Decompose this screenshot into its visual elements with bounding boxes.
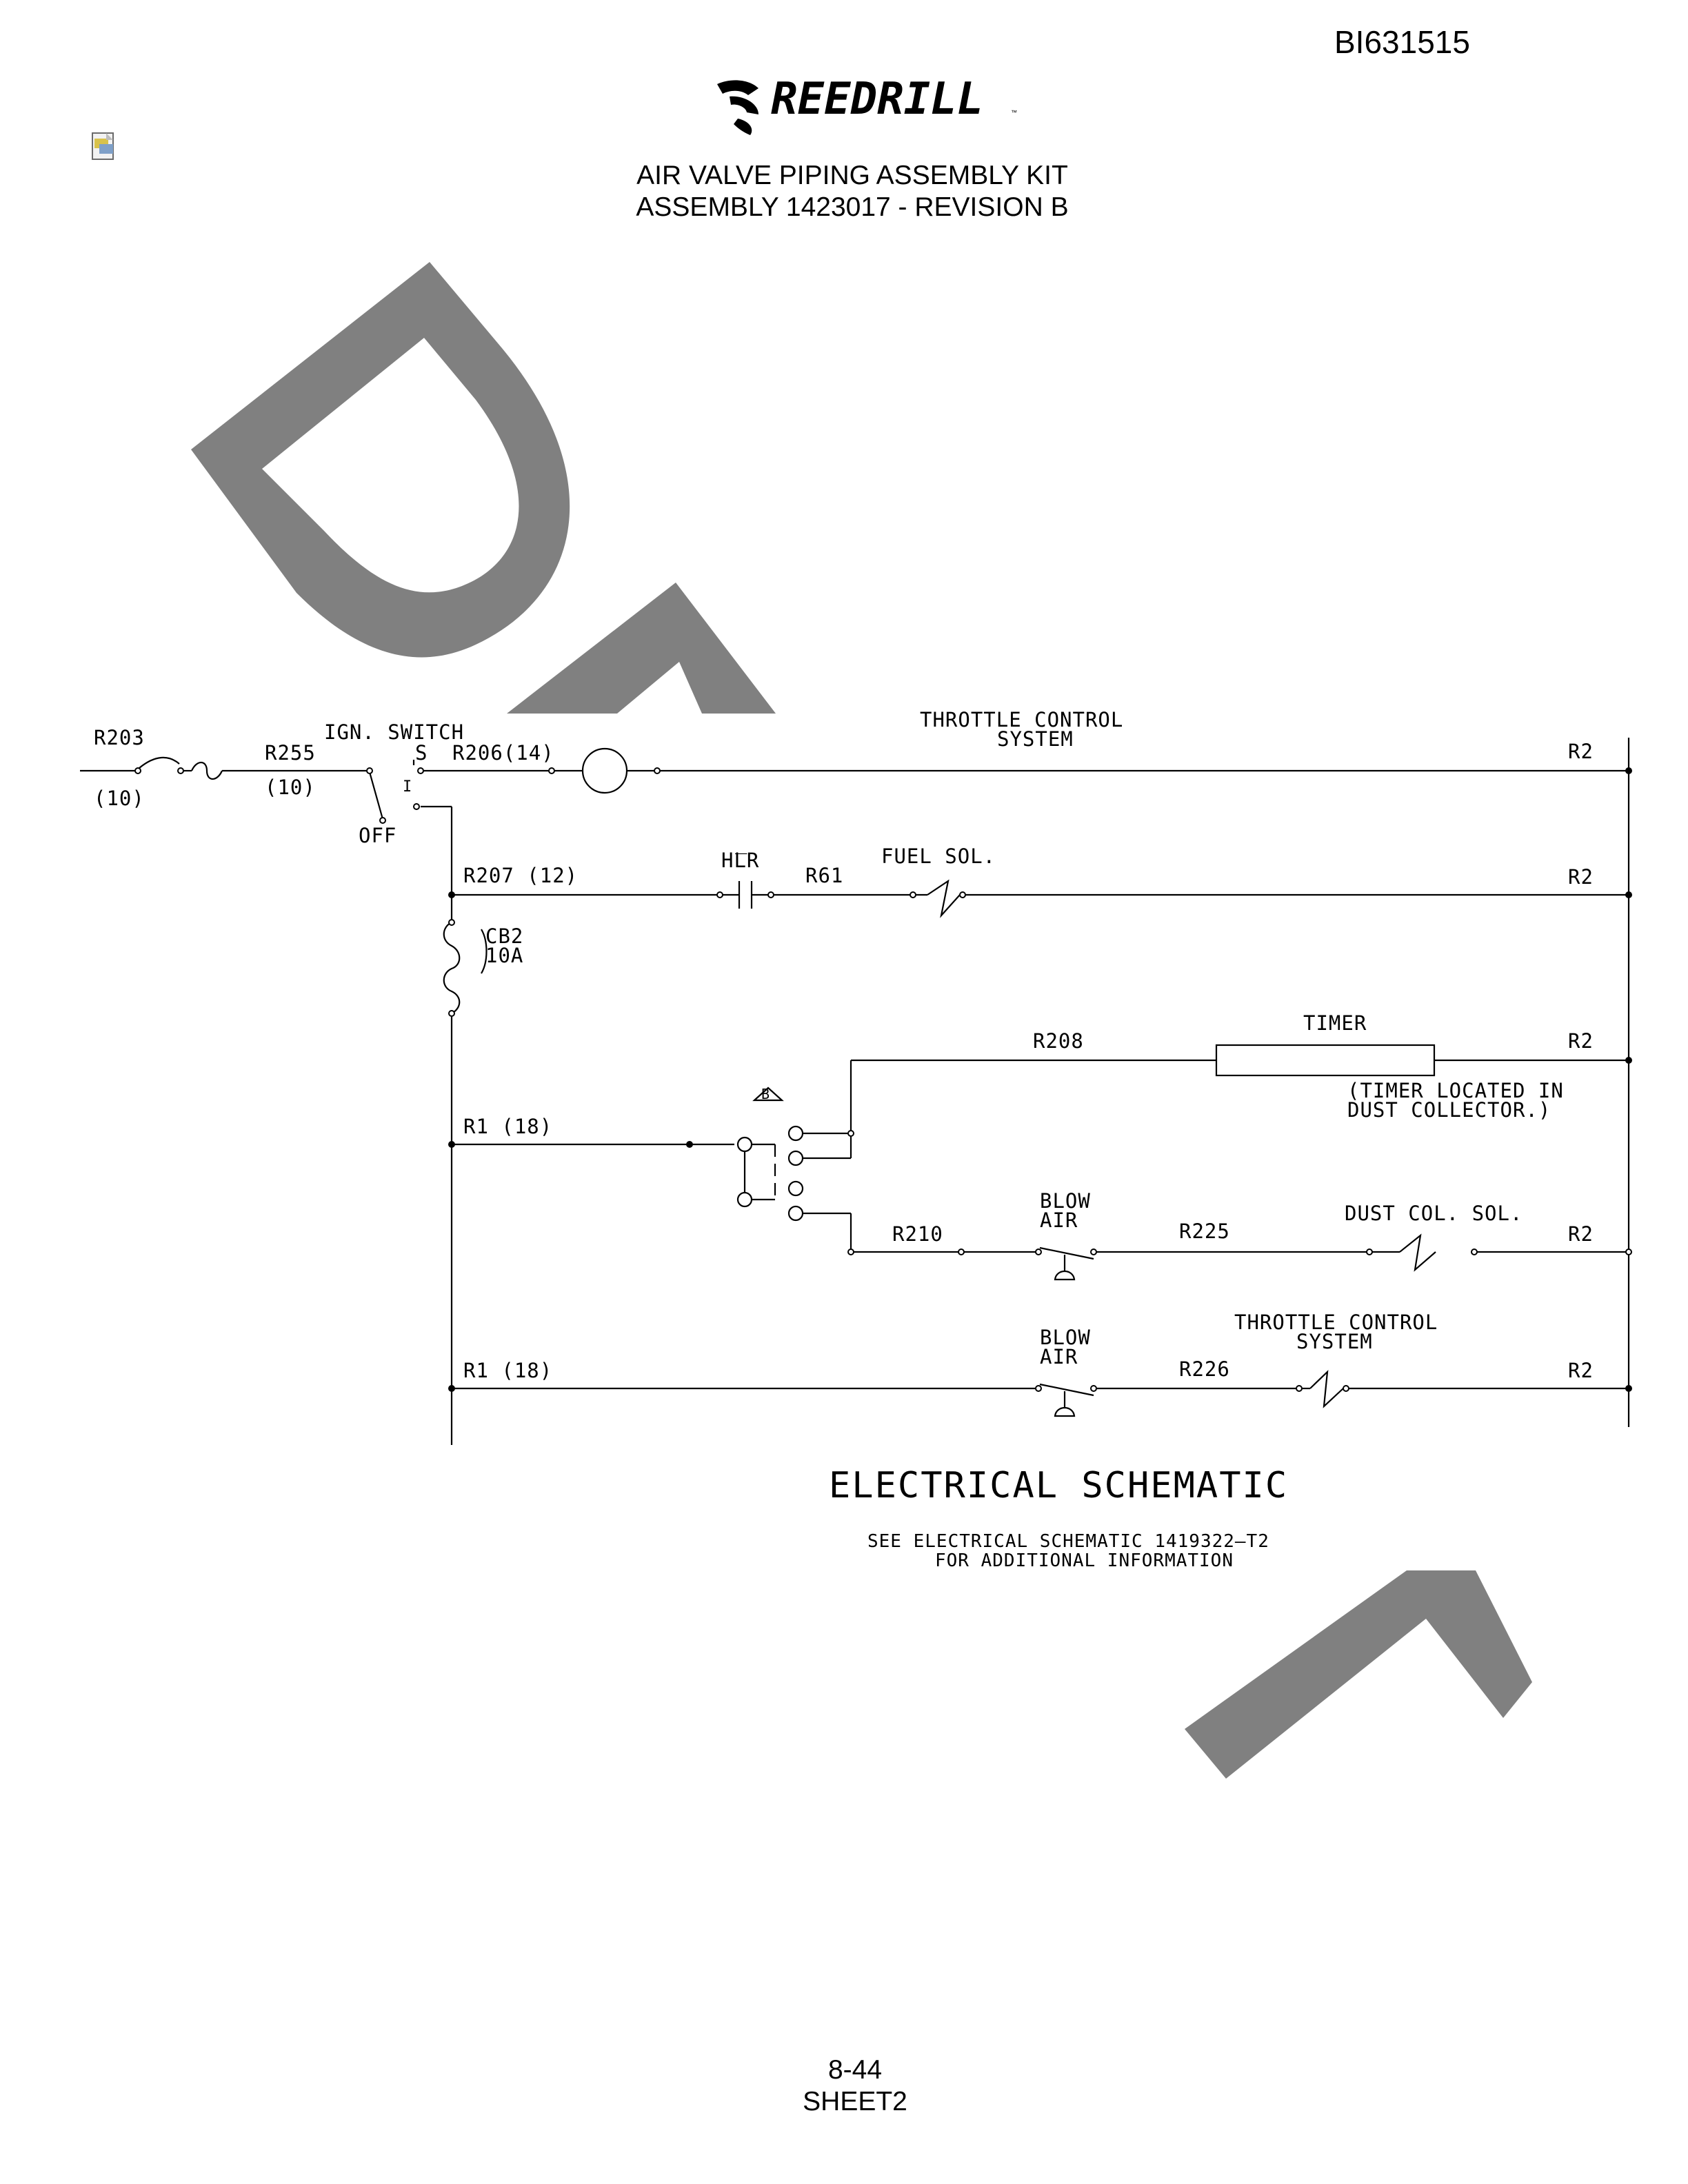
label-r2-d: R2 — [1568, 1222, 1594, 1246]
label-r208: R208 — [1033, 1029, 1084, 1053]
label-r2-e: R2 — [1568, 1359, 1594, 1382]
watermark-letter-r-fragment — [507, 583, 776, 714]
schematic-junctions — [448, 767, 1632, 1392]
label-cb2: CB2 — [485, 924, 523, 948]
label-r1-a: R1 (18) — [463, 1115, 552, 1138]
label-timer-note-line1: (TIMER LOCATED IN — [1347, 1079, 1564, 1102]
label-fuel-sol: FUEL SOL. — [881, 845, 996, 868]
label-revision-b: B — [761, 1086, 770, 1102]
label-r2-c: R2 — [1568, 1029, 1594, 1053]
schematic-labels: R203 (10) R255 (10) IGN. SWITCH S I OFF … — [94, 708, 1594, 1382]
schematic-note-line2: FOR ADDITIONAL INFORMATION — [935, 1550, 1234, 1571]
schematic-note-line1: SEE ELECTRICAL SCHEMATIC 1419322–T2 — [867, 1531, 1269, 1552]
label-blow-air-1-line1: BLOW — [1040, 1189, 1091, 1213]
label-cb2-rating: 10A — [485, 944, 523, 967]
schematic-wiring — [80, 738, 1630, 1445]
label-throttle-2-line1: THROTTLE CONTROL — [1234, 1311, 1438, 1334]
label-r206: R206(14) — [452, 741, 554, 765]
label-blow-air-2-line2: AIR — [1040, 1345, 1078, 1368]
draft-watermark — [191, 262, 1532, 1779]
watermark-letter-t-fragment — [1185, 1570, 1532, 1779]
sheet-number: SHEET2 — [803, 2087, 907, 2116]
reedrill-logo: REEDRILL ™ — [717, 74, 1017, 135]
label-r226: R226 — [1179, 1357, 1230, 1381]
page-number: 8-44 — [827, 2055, 883, 2085]
label-hlr-bar: _ — [735, 831, 747, 855]
label-r255-gauge: (10) — [265, 776, 316, 799]
label-r2-b: R2 — [1568, 865, 1594, 889]
schematic-terminals — [134, 767, 1632, 1392]
watermark-letter-d — [191, 262, 570, 658]
label-throttle-1-line2: SYSTEM — [997, 727, 1074, 751]
label-r225: R225 — [1179, 1220, 1230, 1243]
label-hlr: HLR — [721, 849, 759, 872]
label-r255: R255 — [265, 741, 316, 765]
label-timer: TIMER — [1303, 1011, 1367, 1035]
title-block: AIR VALVE PIPING ASSEMBLY KIT ASSEMBLY 1… — [0, 160, 1688, 223]
label-blow-air-2-line1: BLOW — [1040, 1326, 1091, 1349]
document-id: BI631515 — [1334, 24, 1470, 60]
label-throttle-1-line1: THROTTLE CONTROL — [920, 708, 1123, 731]
label-r203-gauge: (10) — [94, 787, 145, 810]
trademark-symbol: ™ — [1011, 109, 1017, 116]
label-r61: R61 — [805, 864, 843, 887]
reedrill-emblem-icon — [717, 80, 758, 135]
label-r210: R210 — [892, 1222, 943, 1246]
label-throttle-2-line2: SYSTEM — [1296, 1330, 1373, 1353]
label-switch-s: S — [415, 741, 428, 765]
document-icon[interactable] — [92, 132, 114, 160]
title-line-1: AIR VALVE PIPING ASSEMBLY KIT — [636, 161, 1068, 190]
label-r1-b: R1 (18) — [463, 1359, 552, 1382]
page-footer: 8-44 SHEET2 — [0, 2054, 1688, 2118]
brand-name: REEDRILL — [771, 74, 983, 125]
label-ign-switch: IGN. SWITCH — [324, 720, 464, 744]
label-r2-a: R2 — [1568, 740, 1594, 763]
label-r203: R203 — [94, 726, 145, 749]
title-line-2: ASSEMBLY 1423017 - REVISION B — [636, 192, 1069, 222]
label-dust-col-sol: DUST COL. SOL. — [1345, 1202, 1523, 1225]
label-blow-air-1-line2: AIR — [1040, 1209, 1078, 1232]
schematic-title: ELECTRICAL SCHEMATIC — [829, 1465, 1288, 1506]
label-timer-note-line2: DUST COLLECTOR.) — [1347, 1098, 1551, 1122]
label-switch-off: OFF — [359, 824, 396, 847]
label-r207: R207 (12) — [463, 864, 578, 887]
label-switch-i: I — [403, 778, 412, 796]
